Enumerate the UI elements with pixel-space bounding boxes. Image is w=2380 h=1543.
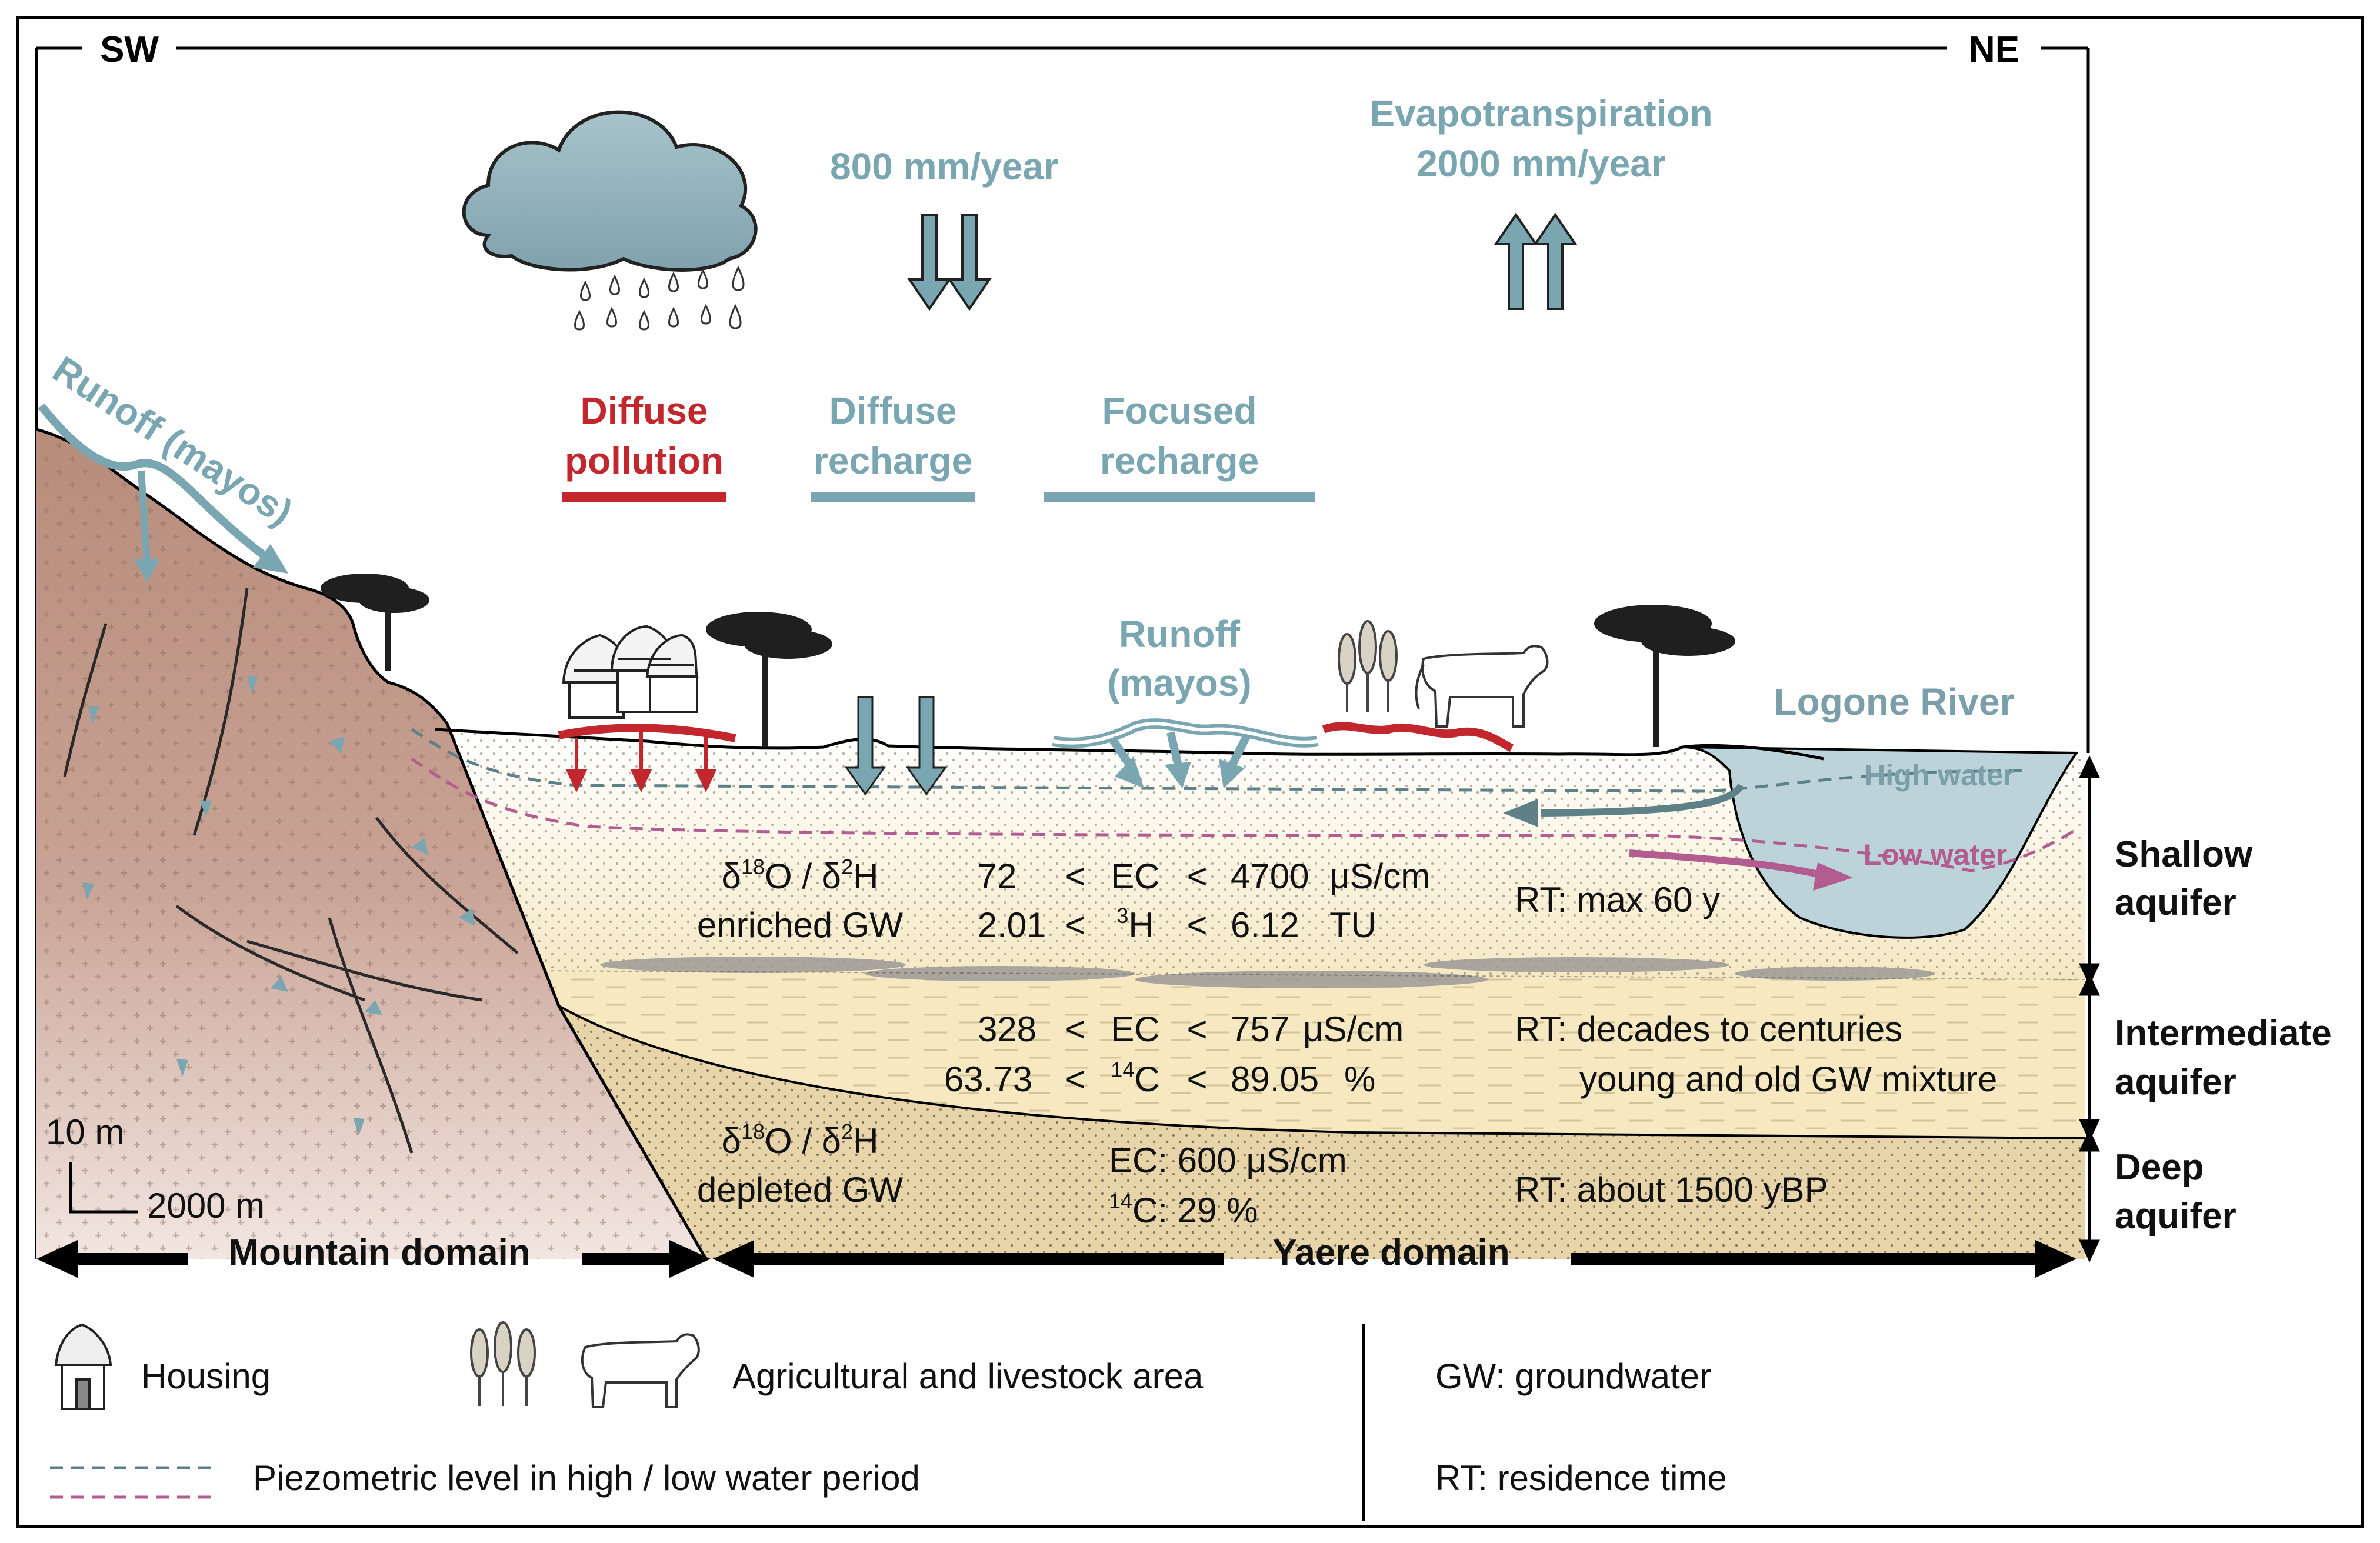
legend-piezometric: Piezometric level in high / low water pe… <box>253 1458 920 1498</box>
fracture-flow-arrows <box>82 676 475 1135</box>
evapotranspiration-label: Evapotranspiration <box>1369 92 1712 135</box>
wheat-icon <box>1338 620 1398 712</box>
svg-text:Yaere domain: Yaere domain <box>1272 1232 1509 1273</box>
svg-text:89.05: 89.05 <box>1231 1059 1319 1099</box>
svg-text:Mountain domain: Mountain domain <box>228 1232 530 1273</box>
shallow-aquifer-label-2: aquifer <box>2115 882 2236 923</box>
housing-huts-icon <box>562 625 699 719</box>
aquifer-thickness-arrows <box>2079 755 2100 1262</box>
shallow-residence-time: RT: max 60 y <box>1515 880 1720 919</box>
ground-surface <box>435 728 1824 761</box>
diffuse-recharge-arrows-icon <box>845 696 947 796</box>
svg-text:3H: 3H <box>1116 904 1154 945</box>
shallow-tritium-range: 2.01 < 3H < 6.12 TU <box>978 904 1376 945</box>
svg-text:10 m: 10 m <box>46 1112 124 1152</box>
outer-frame <box>16 16 2364 1528</box>
rainfall-arrows-icon <box>907 214 992 311</box>
cow-icon <box>581 1333 700 1408</box>
intermediate-residence-time: RT: decades to centuries <box>1515 1009 1902 1049</box>
svg-text:EC: EC <box>1111 857 1159 896</box>
svg-text:<: < <box>1065 1009 1085 1049</box>
ne-label: NE <box>1969 29 2019 70</box>
intermediate-mixture-note: young and old GW mixture <box>1579 1059 1997 1099</box>
shallow-enriched-label: enriched GW <box>697 905 903 945</box>
svg-text:μS/cm: μS/cm <box>1303 1009 1404 1049</box>
svg-text:<: < <box>1065 857 1085 896</box>
svg-text:EC: EC <box>1111 1009 1159 1049</box>
rainfall-label: 800 mm/year <box>830 145 1058 188</box>
mountain-fractures <box>63 588 519 1154</box>
svg-text:2.01: 2.01 <box>978 905 1046 945</box>
svg-text:<: < <box>1186 905 1207 945</box>
deep-depleted-label: depleted GW <box>697 1170 904 1209</box>
logone-river <box>1682 746 2079 939</box>
mountain-runoff-path <box>38 403 279 568</box>
acacia-tree-icon <box>1594 605 1735 747</box>
focused-recharge-label-2: recharge <box>1100 439 1259 482</box>
low-water-label: Low water <box>1864 838 2007 871</box>
wheat-icon <box>470 1321 536 1406</box>
focused-recharge-label-1: Focused <box>1102 389 1256 432</box>
high-water-piezometric-line <box>411 728 2024 793</box>
intermediate-ec-range: 328 < EC < 757 μS/cm <box>978 1009 1404 1049</box>
legend-residence-time: RT: residence time <box>1435 1458 1727 1498</box>
evapotranspiration-rate: 2000 mm/year <box>1416 142 1665 185</box>
deep-c14-value: 14C: 29 % <box>1109 1189 1258 1230</box>
agriculture-pollution-source <box>1322 722 1514 752</box>
deep-residence-time: RT: about 1500 yBP <box>1515 1170 1828 1209</box>
plain-runoff-label-1: Runoff <box>1119 613 1241 655</box>
low-water-piezometric-line <box>411 757 2078 872</box>
acacia-tree-icon <box>706 612 832 747</box>
diffuse-pollution-label-2: pollution <box>565 439 724 482</box>
housing-icon <box>54 1323 112 1410</box>
svg-text:63.73: 63.73 <box>944 1059 1032 1099</box>
sw-label: SW <box>100 29 159 70</box>
shallow-ec-range: 72 < EC < 4700 μS/cm <box>978 857 1431 896</box>
acacia-tree-icon <box>321 574 429 671</box>
evapotranspiration-arrows-icon <box>1494 212 1578 310</box>
diffuse-recharge-label-2: recharge <box>814 439 972 482</box>
diffuse-pollution-label-1: Diffuse <box>581 389 708 432</box>
svg-text:72: 72 <box>978 857 1017 896</box>
housing-pollution-source <box>558 724 736 742</box>
svg-text:<: < <box>1186 1059 1207 1099</box>
svg-text:6.12: 6.12 <box>1231 905 1299 945</box>
legend-housing: Housing <box>141 1357 271 1396</box>
focused-runoff-arrows <box>1052 718 1319 788</box>
legend-agriculture: Agricultural and livestock area <box>732 1357 1204 1396</box>
svg-text:<: < <box>1065 905 1085 945</box>
svg-text:<: < <box>1186 857 1207 896</box>
svg-text:<: < <box>1065 1059 1085 1099</box>
intermediate-aquifer-label-2: aquifer <box>2115 1062 2236 1102</box>
mountain-domain-arrow: Mountain domain <box>36 1232 711 1278</box>
svg-text:2000 m: 2000 m <box>147 1186 265 1225</box>
svg-text:328: 328 <box>978 1009 1036 1049</box>
deep-aquifer-label-1: Deep <box>2115 1147 2204 1188</box>
deep-ec-value: EC: 600 μS/cm <box>1109 1141 1347 1180</box>
intermediate-aquifer-label-1: Intermediate <box>2115 1013 2332 1054</box>
high-water-label: High water <box>1864 759 2015 792</box>
intermediate-c14-range: 63.73 < 14C < 89.05 % <box>944 1058 1375 1099</box>
svg-text:757: 757 <box>1231 1009 1289 1049</box>
svg-text:%: % <box>1344 1059 1375 1099</box>
diffuse-recharge-label-1: Diffuse <box>829 389 957 432</box>
rain-cloud-icon <box>462 110 758 331</box>
cow-icon <box>1415 645 1549 728</box>
deep-aquifer-label-2: aquifer <box>2115 1196 2236 1237</box>
svg-text:μS/cm: μS/cm <box>1329 857 1430 896</box>
legend-groundwater: GW: groundwater <box>1435 1357 1711 1396</box>
svg-text:14C: 14C <box>1111 1058 1159 1099</box>
clay-lenses <box>600 957 1935 988</box>
logone-river-label: Logone River <box>1774 681 2015 723</box>
scale-bar: 10 m 2000 m <box>46 1112 265 1225</box>
shallow-aquifer-label-1: Shallow <box>2115 834 2253 875</box>
svg-text:<: < <box>1186 1009 1207 1049</box>
plain-runoff-label-2: (mayos) <box>1107 662 1251 704</box>
yaere-domain-arrow: Yaere domain <box>713 1232 2076 1278</box>
svg-text:TU: TU <box>1329 905 1376 945</box>
svg-text:4700: 4700 <box>1231 857 1309 896</box>
pollution-infiltration-arrows <box>565 732 717 793</box>
